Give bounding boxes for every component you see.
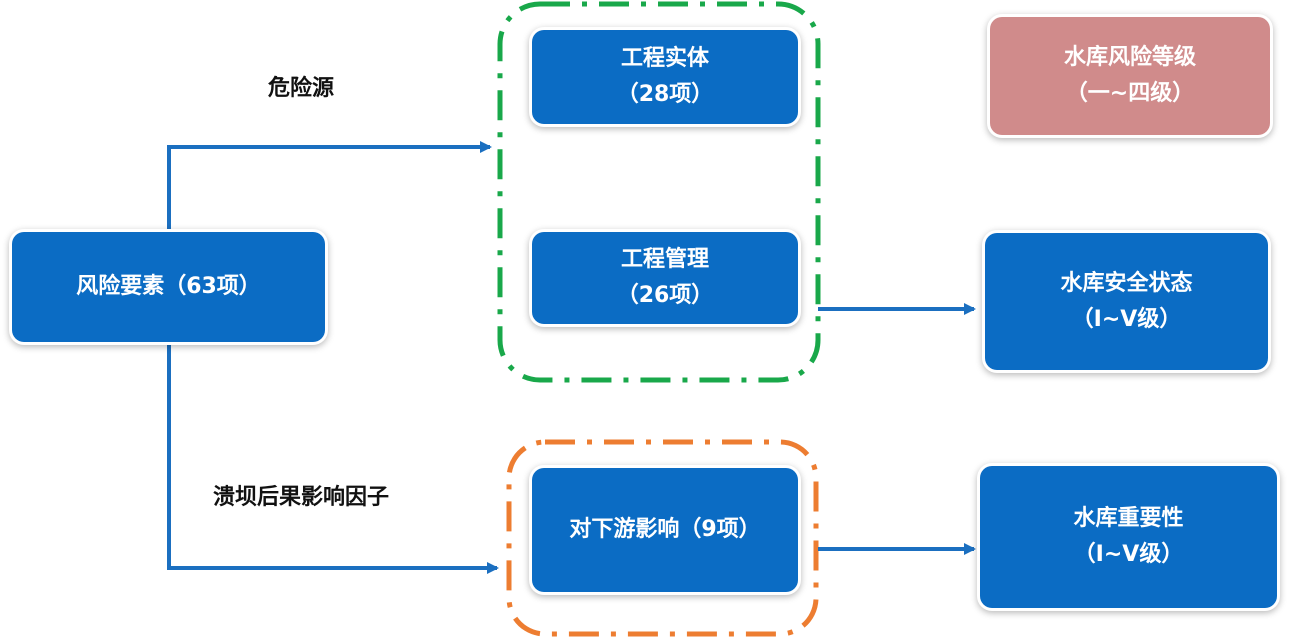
engineering-entity-box: 工程实体 （28项） bbox=[532, 30, 798, 124]
dam-break-factor-label: 溃坝后果影响因子 bbox=[213, 485, 390, 510]
risk-elements-box: 风险要素（63项） bbox=[12, 232, 325, 342]
downstream-impact-label: 对下游影响（9项） bbox=[569, 517, 761, 542]
reservoir-risk-level-box: 水库风险等级 （一~四级） bbox=[990, 17, 1270, 135]
engineering-entity-title: 工程实体 bbox=[620, 46, 709, 71]
connector-risk-to-hazard bbox=[167, 141, 492, 231]
reservoir-importance-range: （Ⅰ~Ⅴ级） bbox=[1073, 542, 1184, 567]
reservoir-importance-title: 水库重要性 bbox=[1073, 506, 1184, 531]
engineering-entity-count: （28项） bbox=[616, 82, 714, 107]
hazard-group-frame bbox=[497, 1, 821, 383]
downstream-impact-box: 对下游影响（9项） bbox=[532, 468, 798, 592]
reservoir-safety-status-title: 水库安全状态 bbox=[1060, 270, 1193, 296]
engineering-management-title: 工程管理 bbox=[620, 247, 709, 272]
engineering-management-box: 工程管理 （26项） bbox=[532, 232, 798, 324]
risk-elements-label: 风险要素（63项） bbox=[76, 274, 261, 299]
reservoir-risk-level-range: （一~四级） bbox=[1065, 81, 1195, 106]
connector-risk-to-consequence bbox=[167, 342, 499, 574]
hazard-source-label: 危险源 bbox=[268, 76, 335, 101]
reservoir-safety-status-range: （Ⅰ~Ⅴ级） bbox=[1071, 306, 1182, 332]
reservoir-importance-box: 水库重要性 （Ⅰ~Ⅴ级） bbox=[980, 466, 1277, 608]
reservoir-risk-level-title: 水库风险等级 bbox=[1063, 45, 1196, 70]
reservoir-safety-status-box: 水库安全状态 （Ⅰ~Ⅴ级） bbox=[985, 233, 1268, 370]
engineering-management-count: （26项） bbox=[616, 283, 714, 308]
